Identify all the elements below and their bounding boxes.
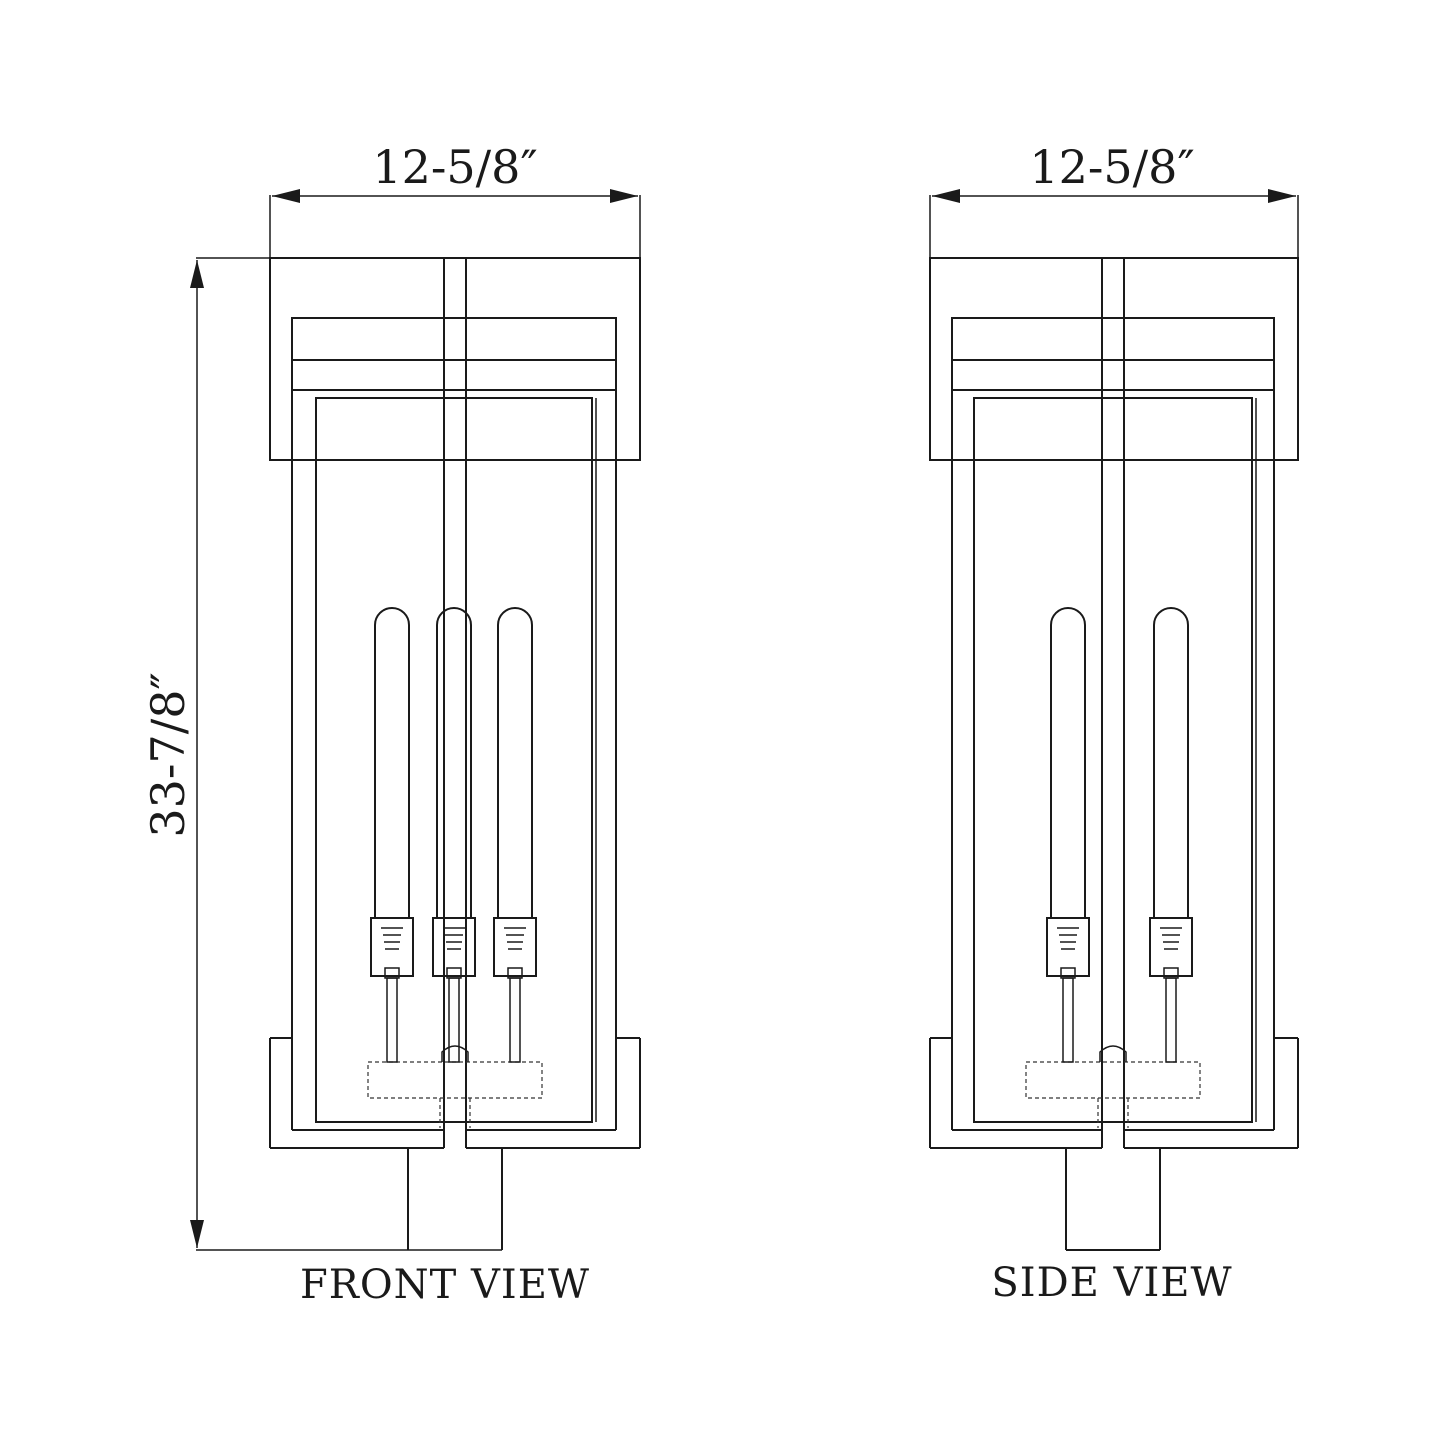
front-width-dimension: 12-5/8″ <box>269 140 641 262</box>
front-candle-plate <box>367 1045 543 1128</box>
front-bottom-base <box>269 1037 641 1149</box>
side-width-label: 12-5/8″ <box>1029 140 1194 194</box>
side-width-dimension: 12-5/8″ <box>929 140 1299 262</box>
front-bulb-left <box>370 607 414 1063</box>
side-bulb-right <box>1149 607 1193 1063</box>
front-bulb-right <box>493 607 537 1063</box>
side-mount-post <box>1065 1148 1161 1251</box>
front-lantern-frame <box>291 258 617 1148</box>
side-candle-plate <box>1025 1045 1201 1128</box>
side-top-cap <box>929 257 1299 461</box>
side-view-label: SIDE VIEW <box>991 1260 1232 1306</box>
front-height-dimension: 33-7/8″ <box>141 257 502 1251</box>
side-bottom-base <box>929 1037 1299 1149</box>
front-view-label: FRONT VIEW <box>300 1262 590 1308</box>
front-height-label: 33-7/8″ <box>141 672 195 837</box>
side-view: 12-5/8″ <box>929 140 1299 1306</box>
front-width-label: 12-5/8″ <box>372 140 537 194</box>
front-view: 12-5/8″ 33-7/8″ <box>141 140 641 1308</box>
front-top-cap <box>269 257 641 461</box>
side-bulb-left <box>1046 607 1090 1063</box>
front-mount-post <box>407 1148 503 1250</box>
front-bulb-center <box>432 607 476 1063</box>
side-lantern-frame <box>951 258 1275 1148</box>
